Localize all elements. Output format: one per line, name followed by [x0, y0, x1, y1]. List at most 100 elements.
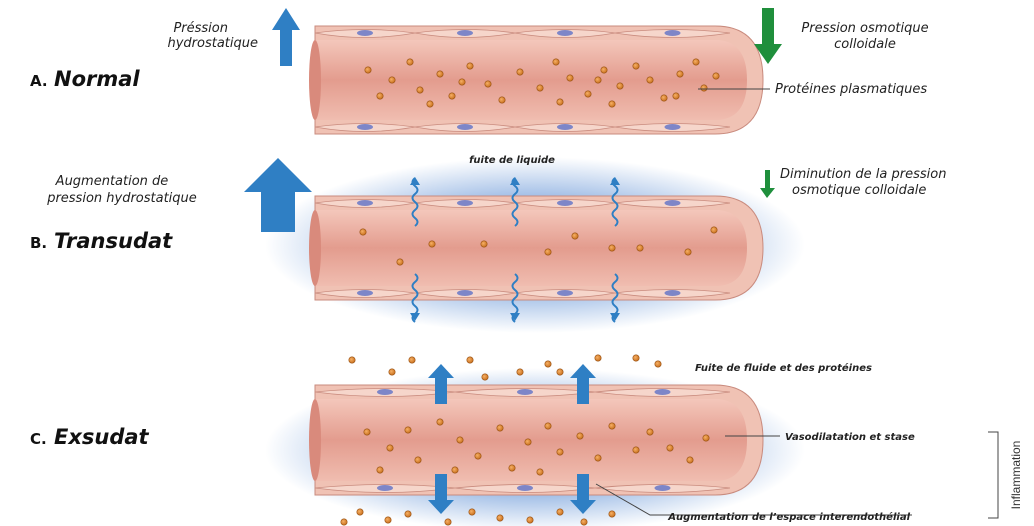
- escaped-protein: [349, 357, 355, 363]
- plasma-protein: [437, 71, 443, 77]
- cell-nucleus: [517, 485, 533, 491]
- plasma-protein: [572, 233, 578, 239]
- escaped-protein: [409, 357, 415, 363]
- cell-nucleus: [357, 290, 373, 296]
- plasma-protein: [673, 93, 679, 99]
- cell-nucleus: [357, 124, 373, 130]
- plasma-protein: [537, 469, 543, 475]
- vessel-lumen: [315, 210, 747, 286]
- escaped-protein: [609, 511, 615, 517]
- plasma-protein: [365, 67, 371, 73]
- label-vasodilatation: Vasodilatation et stase: [785, 432, 915, 443]
- plasma-protein: [647, 429, 653, 435]
- vessel-lumen: [315, 40, 747, 120]
- label-diminution-osmo-1: Diminution de la pression: [780, 167, 946, 182]
- plasma-protein: [557, 449, 563, 455]
- escaped-protein: [527, 517, 533, 523]
- section-a-title: Normal: [54, 67, 140, 91]
- exudate-arrow-shaft: [577, 376, 589, 404]
- plasma-protein: [525, 439, 531, 445]
- escaped-protein: [405, 511, 411, 517]
- plasma-protein: [595, 77, 601, 83]
- escaped-protein: [469, 509, 475, 515]
- inflammation-bracket: [988, 432, 998, 518]
- cell-nucleus: [457, 290, 473, 296]
- plasma-protein: [647, 77, 653, 83]
- plasma-protein: [693, 59, 699, 65]
- plasma-protein: [449, 93, 455, 99]
- plasma-protein: [389, 77, 395, 83]
- plasma-protein: [517, 69, 523, 75]
- escaped-protein: [545, 361, 551, 367]
- cell-nucleus: [377, 389, 393, 395]
- plasma-protein: [701, 85, 707, 91]
- label-fuite-fluide: Fuite de fluide et des protéines: [695, 362, 872, 374]
- plasma-protein: [429, 241, 435, 247]
- plasma-protein: [609, 423, 615, 429]
- plasma-protein: [497, 425, 503, 431]
- plasma-protein: [557, 99, 563, 105]
- plasma-protein: [481, 241, 487, 247]
- plasma-protein: [567, 75, 573, 81]
- label-augmentation-hydro-1: Augmentation de: [55, 174, 169, 189]
- plasma-protein: [713, 73, 719, 79]
- vessel-opening: [309, 399, 321, 481]
- cell-nucleus: [557, 200, 573, 206]
- label-augmentation-espace: Augmentation de l’espace interendothélia…: [667, 511, 910, 523]
- vessel-normal: [309, 26, 763, 134]
- cell-nucleus: [457, 124, 473, 130]
- vessel-opening: [309, 210, 321, 286]
- escaped-protein: [389, 369, 395, 375]
- small-green-down-arrow-icon: [760, 170, 775, 198]
- plasma-protein: [537, 85, 543, 91]
- plasma-protein: [397, 259, 403, 265]
- escaped-protein: [595, 355, 601, 361]
- plasma-protein: [609, 245, 615, 251]
- plasma-protein: [553, 59, 559, 65]
- cell-nucleus: [665, 200, 681, 206]
- escaped-protein: [341, 519, 347, 525]
- escaped-protein: [581, 519, 587, 525]
- label-pression-osmotique-2: colloidale: [834, 37, 896, 52]
- plasma-protein: [377, 467, 383, 473]
- plasma-protein: [545, 423, 551, 429]
- cell-nucleus: [665, 290, 681, 296]
- escaped-protein: [445, 519, 451, 525]
- label-pression-hydrostatique-1: Préssion: [173, 21, 228, 36]
- label-fuite-liquide: fuite de liquide: [469, 155, 555, 166]
- cell-nucleus: [557, 124, 573, 130]
- plasma-protein: [661, 95, 667, 101]
- exudate-arrow-shaft: [435, 376, 447, 404]
- cell-nucleus: [557, 290, 573, 296]
- escaped-protein: [655, 361, 661, 367]
- plasma-protein: [437, 419, 443, 425]
- plasma-protein: [459, 79, 465, 85]
- exudate-arrow-shaft: [435, 474, 447, 502]
- plasma-protein: [677, 71, 683, 77]
- plasma-protein: [364, 429, 370, 435]
- section-b-letter: B.: [30, 234, 47, 252]
- section-b-title: Transudat: [54, 229, 173, 253]
- plasma-protein: [467, 63, 473, 69]
- section-c-title: Exsudat: [54, 425, 150, 449]
- plasma-protein: [633, 447, 639, 453]
- escaped-protein: [557, 509, 563, 515]
- plasma-protein: [360, 229, 366, 235]
- label-diminution-osmo-2: osmotique colloidale: [792, 183, 926, 198]
- escaped-protein: [467, 357, 473, 363]
- escaped-protein: [385, 517, 391, 523]
- plasma-protein: [609, 101, 615, 107]
- plasma-protein: [711, 227, 717, 233]
- plasma-protein: [377, 93, 383, 99]
- plasma-protein: [585, 91, 591, 97]
- vessel-transudat: [309, 177, 763, 322]
- vessel-opening: [309, 40, 321, 120]
- cell-nucleus: [457, 200, 473, 206]
- plasma-protein: [387, 445, 393, 451]
- plasma-protein: [685, 249, 691, 255]
- section-a-letter: A.: [30, 72, 48, 90]
- escaped-protein: [497, 515, 503, 521]
- plasma-protein: [637, 245, 643, 251]
- escaped-protein: [557, 369, 563, 375]
